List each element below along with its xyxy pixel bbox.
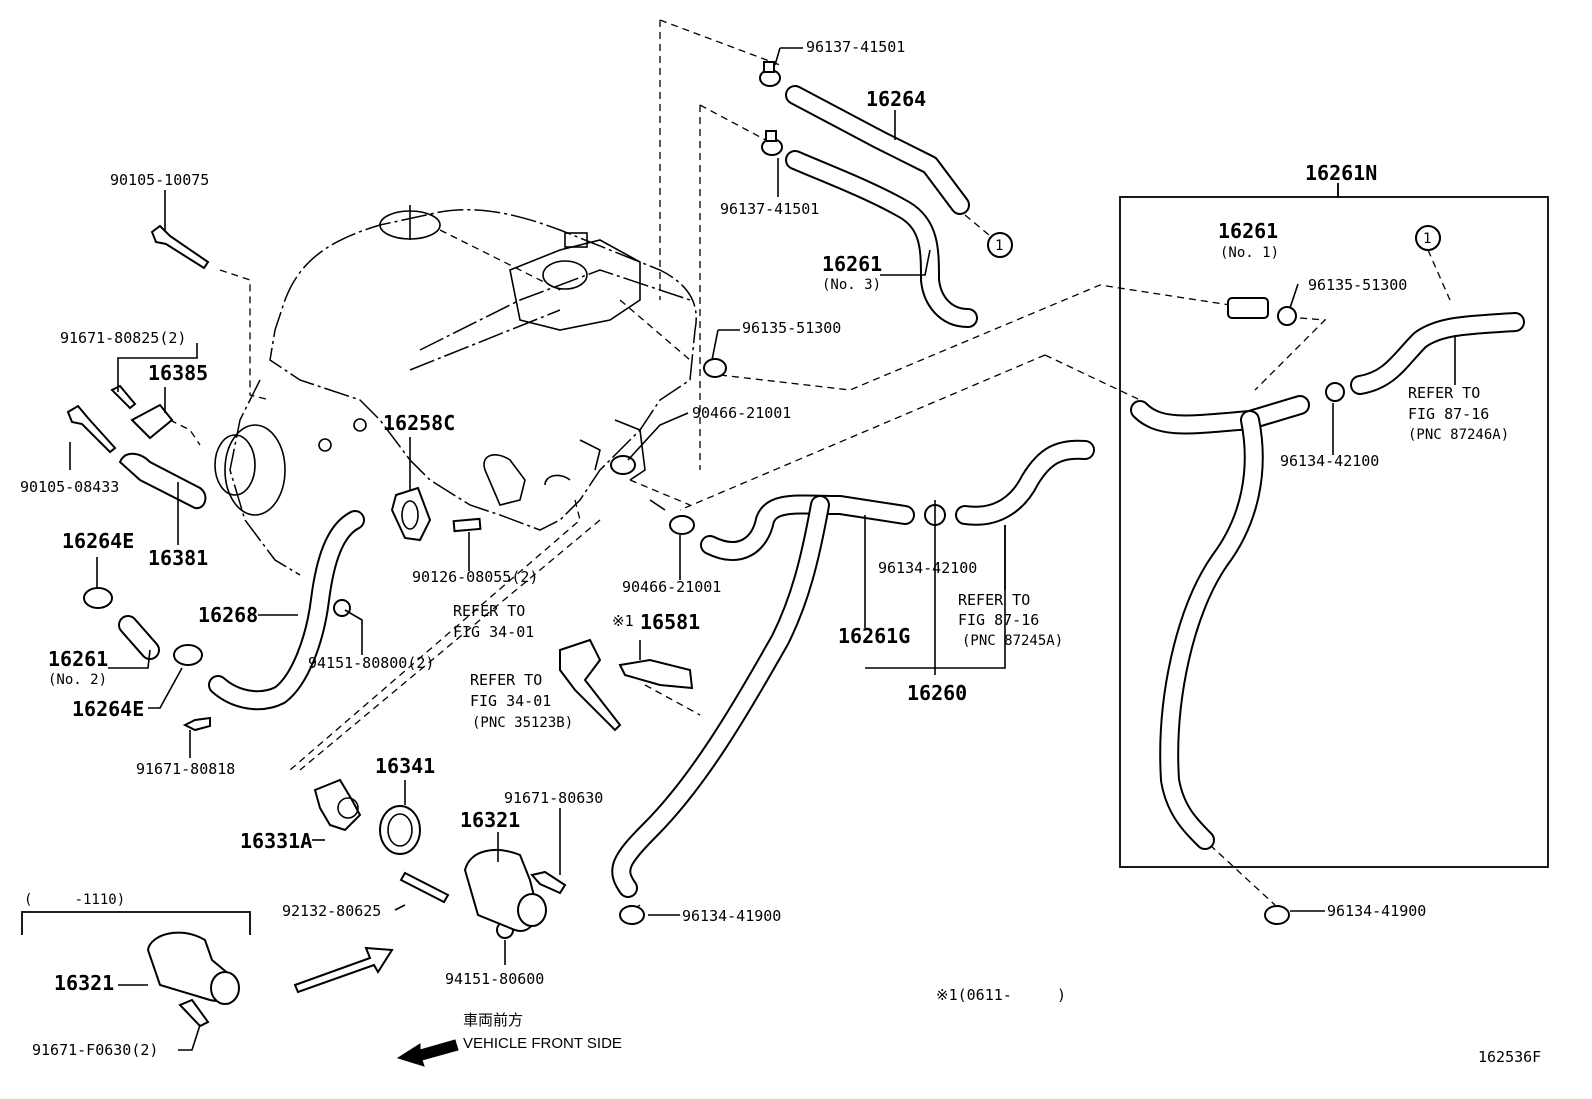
label-92132-80625: 92132-80625 <box>282 902 381 920</box>
label-16268: 16268 <box>198 603 258 627</box>
label-16385: 16385 <box>148 361 208 385</box>
hose-16264 <box>785 85 970 215</box>
label-note-0611: ※1(0611- ) <box>936 986 1066 1004</box>
hose-16261-no3 <box>785 150 978 328</box>
label-16258c: 16258C <box>383 411 455 435</box>
label-96134-42100-a: 96134-42100 <box>1280 452 1379 470</box>
label-16264e-a: 16264E <box>62 529 134 553</box>
hose-16261-no2 <box>118 615 160 660</box>
label-16261-no2: 16261 <box>48 647 108 671</box>
label-96134-41900-b: 96134-41900 <box>1327 902 1426 920</box>
reference-line: FIG 87-16 <box>1408 405 1489 423</box>
reference-line: (PNC 87246A) <box>1408 427 1509 443</box>
label-96135-51300-b: 96135-51300 <box>742 319 841 337</box>
label-91671-80630: 91671-80630 <box>504 789 603 807</box>
label-16264: 16264 <box>866 87 926 111</box>
reference-line: FIG 34-01 <box>453 623 534 641</box>
label-16261-no3: 16261 <box>822 252 882 276</box>
label-note-x1: ※1 <box>612 612 634 630</box>
vehicle-front-en: VEHICLE FRONT SIDE <box>463 1035 622 1052</box>
label-16261g: 16261G <box>838 624 910 648</box>
hose-16261g <box>611 494 915 898</box>
label-16264e-b: 16264E <box>72 697 144 721</box>
thermostat-16331a <box>313 778 362 832</box>
reference-line: REFER TO <box>453 602 525 620</box>
vehicle-front-jp: 車両前方 <box>463 1011 523 1029</box>
variant-box-1110 <box>21 911 251 935</box>
label-16321-a: 16321 <box>460 808 520 832</box>
label-96137-41501-a: 96137-41501 <box>806 38 905 56</box>
label-range-1110: ( -1110) <box>24 892 125 908</box>
callout-circle-1-b <box>1415 225 1441 251</box>
clamp-icons <box>83 61 1441 925</box>
label-90466-21001-b: 90466-21001 <box>622 578 721 596</box>
water-inlet-16321-a <box>463 849 547 932</box>
label-96137-41501-b: 96137-41501 <box>720 200 819 218</box>
reference-87-16-b: REFER TO FIG 87-16 (PNC 87245A) <box>958 591 1063 649</box>
solid-leaders <box>69 47 1456 1051</box>
hose-16261n-main <box>1130 312 1525 850</box>
label-96134-42100-b: 96134-42100 <box>878 559 977 577</box>
label-16260: 16260 <box>907 681 967 705</box>
reference-line: FIG 34-01 <box>470 692 551 710</box>
bracket-16581 <box>618 658 694 690</box>
label-16261-no1-sub: (No. 1) <box>1220 245 1279 261</box>
label-16381: 16381 <box>148 546 208 570</box>
dashed-leaders <box>169 19 1451 916</box>
bracket-16381 <box>118 452 207 510</box>
reference-87-16-a: REFER TO FIG 87-16 (PNC 87246A) <box>1408 384 1509 443</box>
gasket-16341 <box>379 805 421 855</box>
label-91671-80825: 91671-80825(2) <box>60 329 186 347</box>
label-16581: 16581 <box>640 610 700 634</box>
reference-line: (PNC 87245A) <box>962 633 1063 649</box>
reference-34-01-a: REFER TO FIG 34-01 <box>453 602 534 641</box>
label-90105-10075: 90105-10075 <box>110 171 209 189</box>
label-91671-f0630: 91671-F0630(2) <box>32 1041 158 1059</box>
vehicle-front-arrow-icon <box>396 1039 459 1067</box>
bracket-16385 <box>130 403 174 440</box>
label-16261n: 16261N <box>1305 161 1377 185</box>
water-inlet-16321-b <box>146 931 240 1005</box>
reference-line: (PNC 35123B) <box>472 715 573 731</box>
label-91671-80818: 91671-80818 <box>136 760 235 778</box>
label-90466-21001-a: 90466-21001 <box>692 404 791 422</box>
hose-16260-upper <box>955 439 1095 526</box>
reference-34-01-b: REFER TO FIG 34-01 (PNC 35123B) <box>470 671 573 731</box>
label-94151-80600: 94151-80600 <box>445 970 544 988</box>
reference-line: REFER TO <box>1408 384 1480 402</box>
reference-line: FIG 87-16 <box>958 611 1039 629</box>
gasket-16258c <box>390 486 432 542</box>
callout-circle-1-a <box>987 232 1013 258</box>
label-96134-41900-a: 96134-41900 <box>682 907 781 925</box>
bracket-35123b <box>559 638 622 732</box>
engine-outline <box>214 205 697 576</box>
label-16261-no1: 16261 <box>1218 219 1278 243</box>
label-16341: 16341 <box>375 754 435 778</box>
hose-16268 <box>208 510 365 711</box>
label-96135-51300-a: 96135-51300 <box>1308 276 1407 294</box>
callout-number-1-b: 1 <box>1423 231 1431 247</box>
label-94151-80800: 94151-80800(2) <box>308 654 434 672</box>
label-16261-no2-sub: (No. 2) <box>48 672 107 688</box>
figure-code: 162536F <box>1478 1048 1541 1066</box>
direction-arrow-icon <box>293 946 394 994</box>
label-16261-no3-sub: (No. 3) <box>822 277 881 293</box>
assembly-box-16261n <box>1119 196 1549 868</box>
label-16331a: 16331A <box>240 829 312 853</box>
part-labels: 96137-41501 16264 96137-41501 16261 (No.… <box>20 38 1541 1066</box>
label-90105-08433: 90105-08433 <box>20 478 119 496</box>
reference-line: REFER TO <box>958 591 1030 609</box>
reference-line: REFER TO <box>470 671 542 689</box>
callout-number-1-a: 1 <box>995 238 1003 254</box>
label-90126-08055: 90126-08055(2) <box>412 568 538 586</box>
label-16321-b: 16321 <box>54 971 114 995</box>
